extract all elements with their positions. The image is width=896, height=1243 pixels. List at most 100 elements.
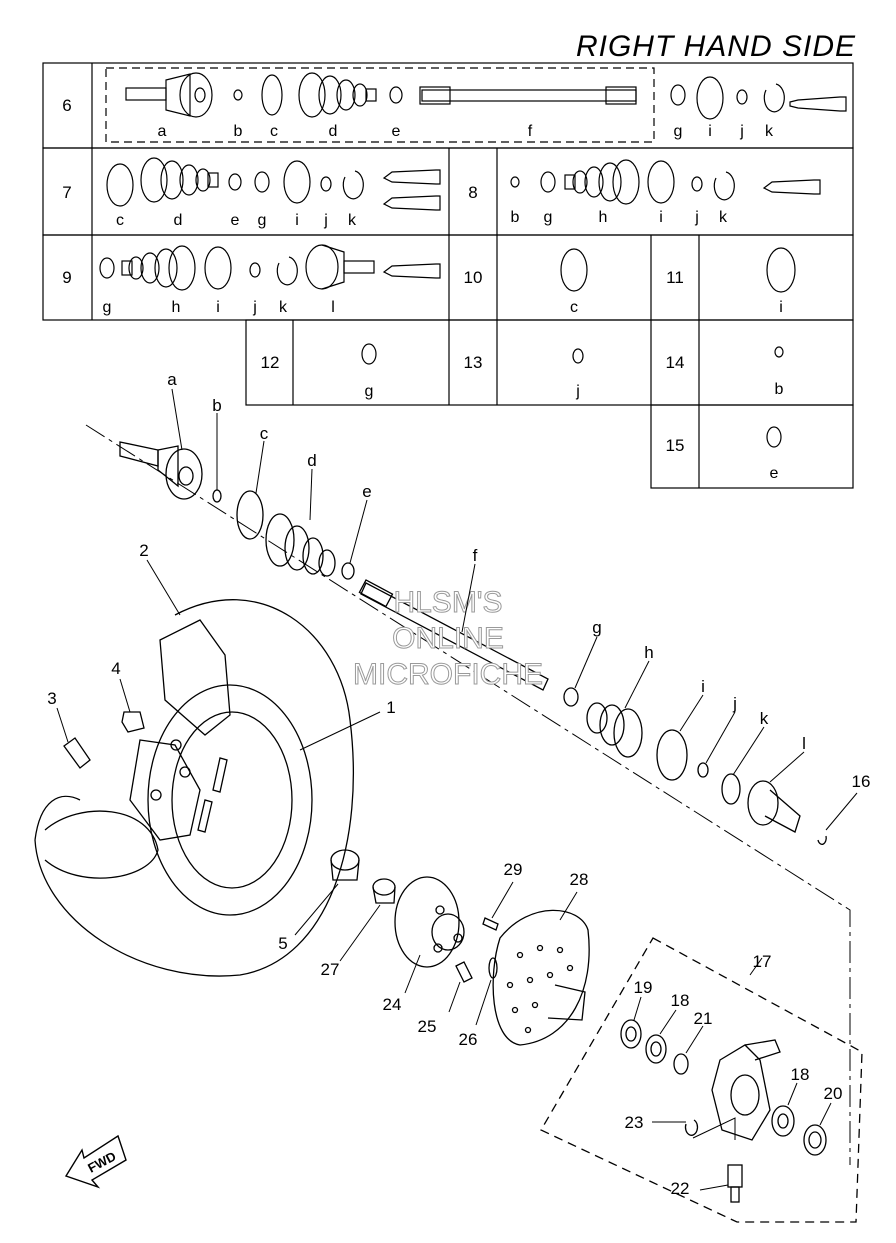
part-25-bolt: [455, 961, 473, 983]
label-d: d: [307, 451, 316, 470]
part-label-2: 2: [139, 541, 148, 560]
kit-letter: g: [544, 209, 553, 226]
circlip-icon: [774, 346, 784, 358]
kit-letter: j: [323, 212, 328, 229]
drive-shaft-assembly: [85, 424, 851, 1165]
part-label-18: 18: [791, 1065, 810, 1084]
kit-number: 12: [261, 353, 280, 372]
part-number-labels: 1 2 3 4 5 16 17 18 18 19 20 21 22 23 24 …: [47, 541, 870, 1198]
kit-number: 7: [62, 183, 71, 202]
page-title: RIGHT HAND SIDE: [575, 30, 856, 63]
part-label-4: 4: [111, 659, 120, 678]
kit-letter: c: [270, 123, 278, 140]
band-icon: [283, 160, 311, 204]
circlip-icon: [510, 176, 520, 188]
label-j: j: [732, 694, 737, 713]
label-k: k: [760, 709, 769, 728]
kit-table: [42, 62, 854, 489]
kit-letter: c: [116, 212, 124, 229]
part-h-boot: [586, 702, 643, 758]
boot-icon: [564, 159, 640, 205]
part-3-valve: [63, 737, 91, 769]
circlip-icon: [233, 89, 243, 101]
part-label-1: 1: [386, 698, 395, 717]
band-icon: [106, 163, 134, 207]
circlip-icon: [342, 170, 364, 200]
kit-letter: g: [674, 123, 683, 140]
kit-letter: i: [216, 299, 220, 316]
part-label-16: 16: [852, 772, 871, 791]
part-label-19: 19: [634, 978, 653, 997]
part-23-circlip: [684, 1119, 699, 1136]
part-19-bearing: [620, 1019, 642, 1049]
label-g: g: [592, 618, 601, 637]
kit-letter: j: [575, 383, 580, 400]
kit-letter: k: [765, 123, 774, 140]
circlip-icon: [691, 176, 703, 192]
kit-letter: f: [528, 123, 533, 140]
band-icon: [228, 173, 242, 191]
kit-letter: b: [775, 381, 784, 398]
kit-letter: d: [174, 212, 183, 229]
label-c: c: [260, 424, 269, 443]
part-16-circlip: [817, 835, 827, 845]
band-icon: [670, 84, 686, 106]
kit-letter: i: [295, 212, 299, 229]
shaft-icon: [419, 86, 637, 105]
kit-letter: k: [348, 212, 357, 229]
boot-icon: [121, 245, 196, 291]
part-18-bearing: [645, 1034, 667, 1064]
part-label-17: 17: [753, 952, 772, 971]
grease-tube-icon: [382, 169, 441, 185]
inner-joint-icon: [305, 244, 375, 290]
label-a: a: [167, 370, 177, 389]
band-icon: [766, 426, 782, 448]
kit-number: 15: [666, 436, 685, 455]
part-j-circlip: [697, 762, 709, 778]
kit-letter: l: [331, 299, 335, 316]
kit-number: 14: [666, 353, 685, 372]
part-20-seal: [803, 1124, 827, 1156]
kit-letter: b: [511, 209, 520, 226]
kit-letter: k: [279, 299, 288, 316]
part-label-3: 3: [47, 689, 56, 708]
part-21-circlip: [673, 1053, 689, 1075]
svg-text:ONLINE: ONLINE: [392, 622, 504, 655]
kit-letter: g: [365, 383, 374, 400]
svg-text:HLSM'S: HLSM'S: [393, 586, 502, 619]
grease-tube-icon: [762, 179, 821, 195]
part-b-circlip: [212, 489, 222, 503]
part-d-boot: [265, 513, 336, 577]
kit-number: 11: [666, 268, 684, 287]
circlip-icon: [713, 171, 735, 201]
kit-letter: a: [158, 123, 167, 140]
grease-tube-icon: [382, 195, 441, 211]
kit-letters: a b c d e f g i j k c d e g i j k b g h …: [103, 123, 784, 482]
band-icon: [766, 247, 796, 293]
band-icon: [99, 257, 115, 279]
part-22-ball-joint: [727, 1164, 743, 1203]
kit-letter: j: [739, 123, 744, 140]
circlip-icon: [763, 83, 785, 113]
label-i: i: [701, 677, 705, 696]
band-icon: [204, 246, 232, 290]
part-label-20: 20: [824, 1084, 843, 1103]
circlip-icon: [249, 262, 261, 278]
label-l: l: [802, 734, 806, 753]
kit-letter: i: [659, 209, 663, 226]
part-24-hub: [394, 876, 465, 968]
outer-joint-icon: [125, 72, 213, 118]
band-icon: [560, 248, 588, 292]
part-label-25: 25: [418, 1017, 437, 1036]
kit-part-icons: [99, 72, 847, 448]
kit-letter: c: [570, 299, 578, 316]
grease-tube-icon: [382, 263, 441, 279]
knuckle-body: [711, 1039, 781, 1141]
kit-letter: j: [694, 209, 699, 226]
part-k-circlip: [721, 773, 741, 805]
grease-tube-icon: [789, 96, 847, 112]
leader-lines: [56, 388, 858, 1191]
band-icon: [361, 343, 377, 365]
kit-letter: g: [103, 299, 112, 316]
circlip-icon: [320, 176, 332, 192]
